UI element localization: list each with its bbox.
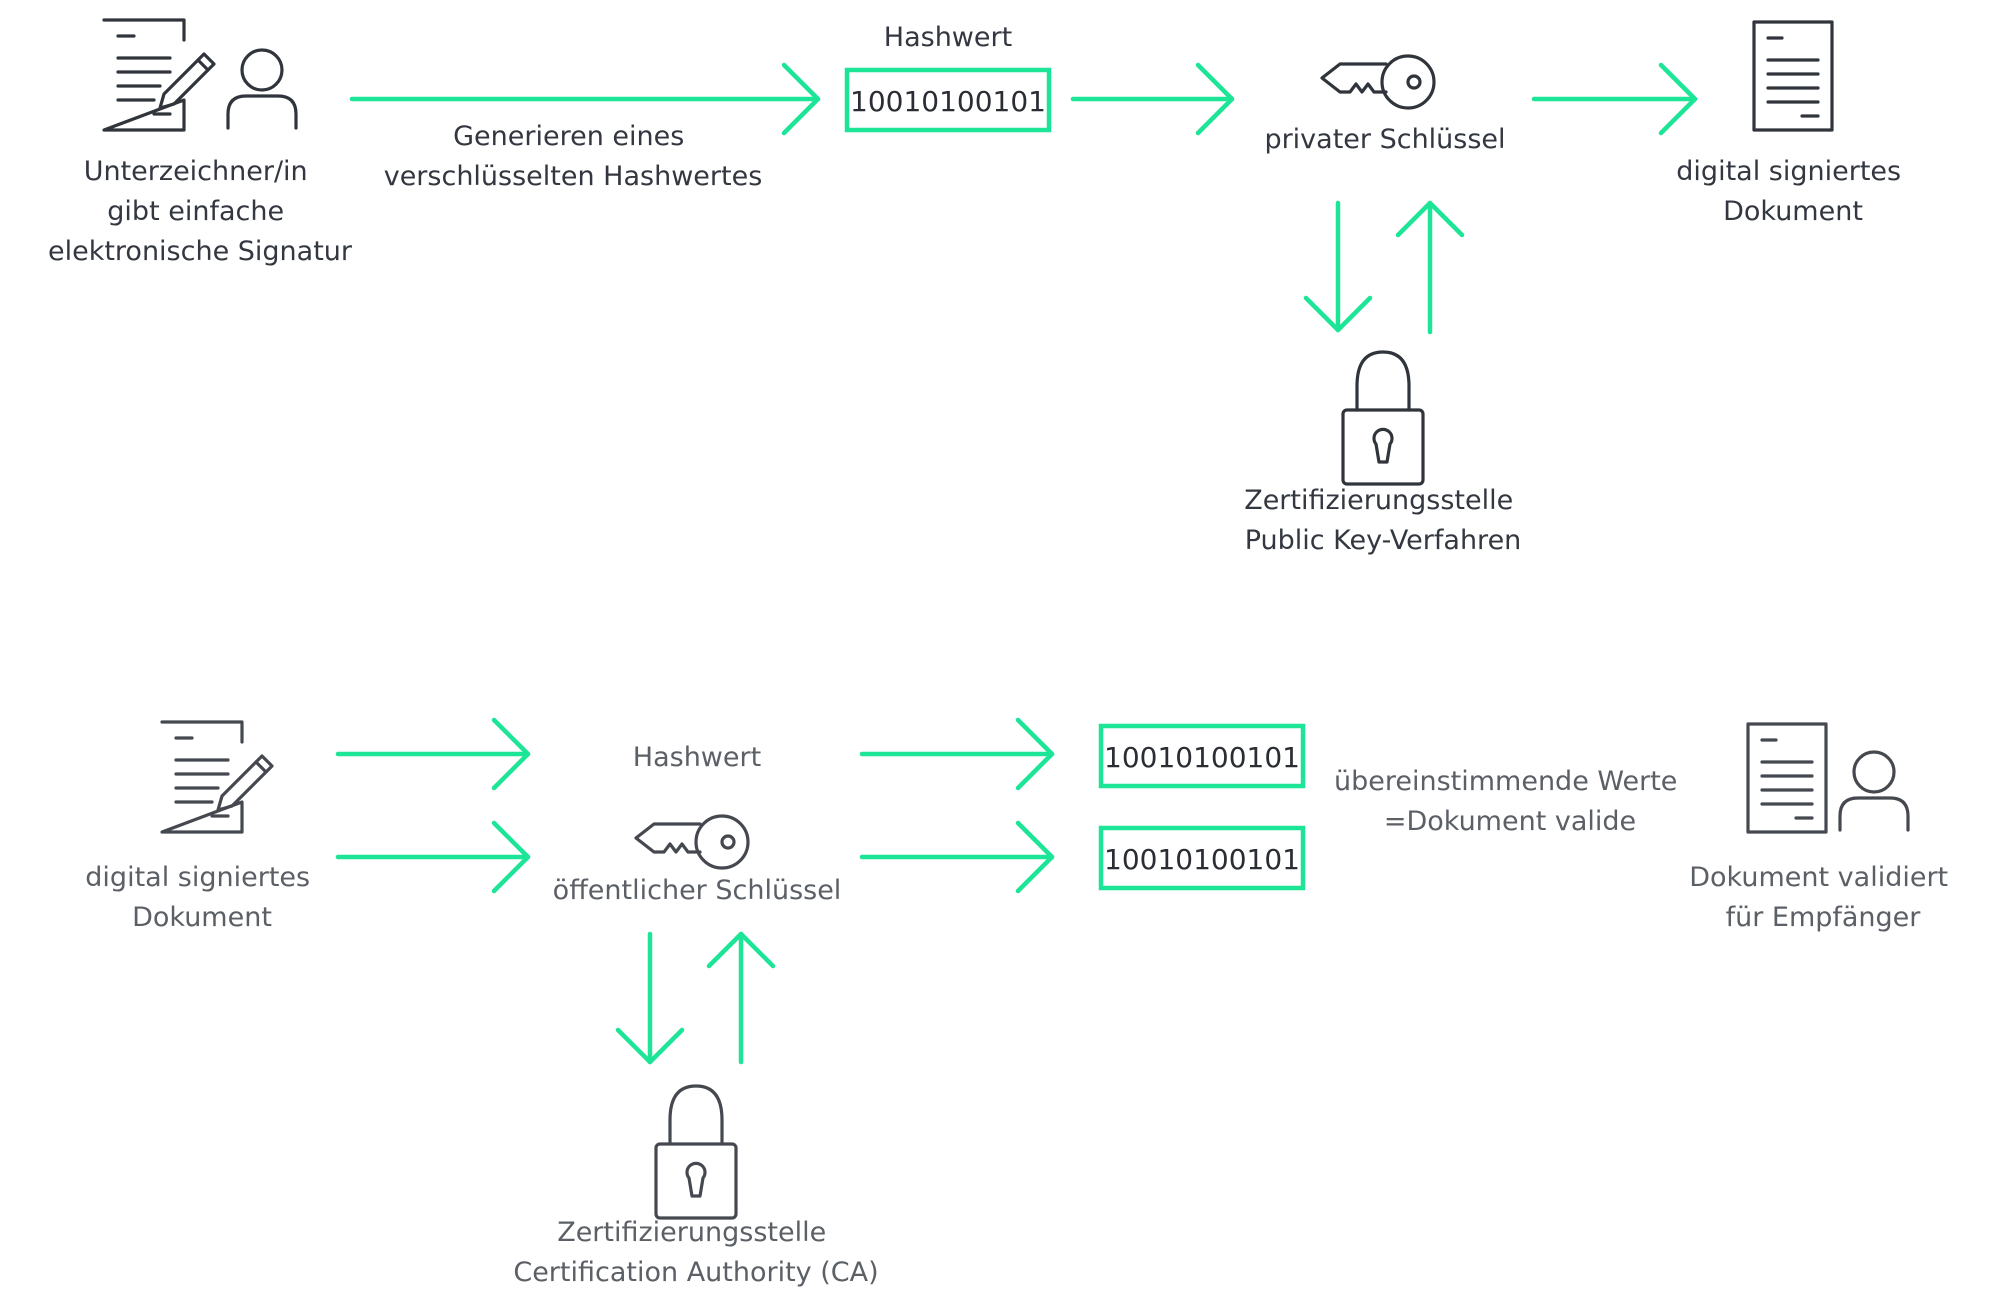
hash-value-1: 10010100101: [1104, 741, 1300, 774]
arrow-to-hash-box-2: [859, 820, 1055, 894]
arrow-down-to-ca: [1303, 200, 1373, 333]
hash-value-box-1: [1098, 723, 1306, 789]
arrow-down-to-ca-bottom: [615, 931, 685, 1065]
padlock-icon: [1341, 350, 1425, 486]
hash-value-box-2: [1098, 825, 1306, 891]
key-icon: [634, 814, 750, 870]
arrow-up-from-ca-bottom: [706, 931, 776, 1065]
hash-value-box: [844, 67, 1052, 133]
private-key-label: privater Schlüssel: [1264, 124, 1505, 155]
signer-label: Unterzeichner/in gibt einfache elektroni…: [48, 156, 353, 267]
recipient-label: Dokument validiert für Empfänger: [1689, 862, 1956, 933]
document-icon: [1746, 722, 1828, 834]
person-icon: [1838, 750, 1910, 832]
signed-document-label: digital signiertes Dokument: [1676, 156, 1909, 227]
arrow-to-signed-document: [1531, 62, 1698, 136]
hash-value-2: 10010100101: [1104, 843, 1300, 876]
public-key-label: öffentlicher Schlüssel: [553, 875, 842, 906]
generate-hash-label: Generieren eines verschlüsselten Hashwer…: [384, 121, 763, 192]
hash-value: 10010100101: [850, 85, 1046, 118]
arrow-doc-to-public-key: [335, 820, 531, 894]
padlock-icon: [654, 1084, 738, 1220]
hash-title-bottom: Hashwert: [633, 742, 761, 773]
arrow-to-hash-box-1: [859, 717, 1055, 791]
document-icon: [1752, 20, 1834, 132]
match-label: übereinstimmende Werte =Dokument valide: [1334, 766, 1686, 837]
ca-label-top: Zertifizierungsstelle Public Key-Verfahr…: [1244, 485, 1522, 556]
arrow-to-private-key: [1070, 62, 1235, 136]
signed-document-label-bottom: digital signiertes Dokument: [85, 862, 318, 933]
key-icon: [1320, 54, 1436, 110]
arrow-generate-hash: [349, 62, 821, 136]
document-pen-icon: [160, 720, 274, 834]
person-icon: [226, 48, 298, 130]
hash-title: Hashwert: [884, 22, 1012, 53]
arrow-doc-to-hash: [335, 717, 531, 791]
document-pen-icon: [102, 18, 216, 132]
ca-label-bottom: Zertifizierungsstelle Certification Auth…: [513, 1217, 878, 1288]
arrow-up-from-ca: [1395, 200, 1465, 335]
